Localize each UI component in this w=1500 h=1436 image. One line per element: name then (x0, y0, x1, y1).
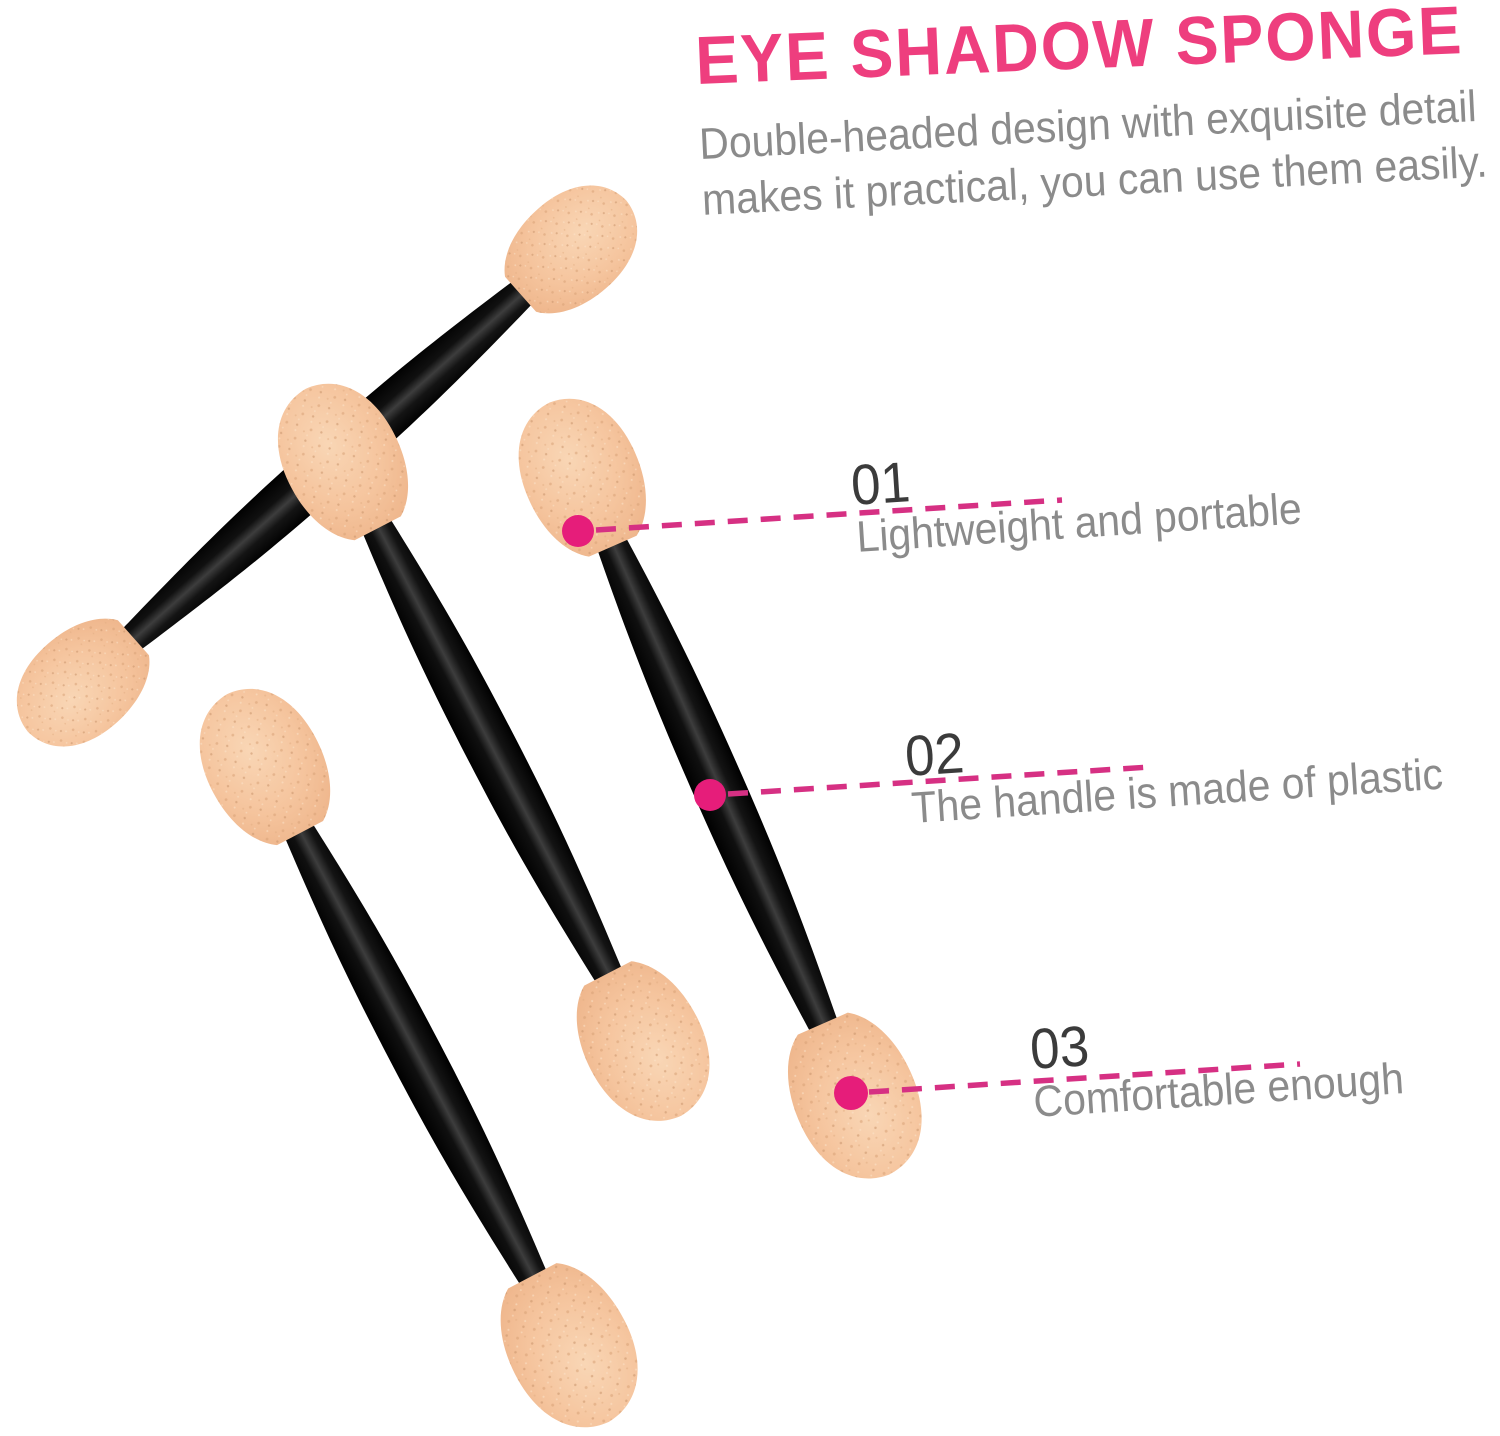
callout-2-number: 02 (903, 721, 967, 789)
sponge-tip (504, 185, 638, 314)
callout-leader-line-1 (595, 497, 1063, 533)
sponge-tip (199, 689, 331, 846)
sponge-tip (500, 1263, 638, 1428)
callout-dot-3 (834, 1076, 868, 1110)
sponge-tip (576, 961, 710, 1121)
applicator-handle (360, 513, 625, 990)
applicator-group (16, 185, 922, 1428)
callout-leaders (562, 497, 1301, 1110)
eyeshadow-applicator-2 (277, 383, 710, 1121)
callout-leader-line-3 (868, 1061, 1301, 1095)
eyeshadow-applicator-4 (199, 689, 638, 1428)
sponge-tip (518, 398, 646, 557)
callout-dot-2 (694, 779, 726, 811)
callout-3-number: 03 (1028, 1014, 1092, 1082)
callout-dot-1 (562, 515, 594, 547)
callout-leader-line-2 (727, 764, 1151, 797)
applicator-handle (282, 818, 551, 1294)
sponge-tip (277, 383, 409, 541)
callout-1-number: 01 (849, 450, 913, 518)
sponge-tip (16, 618, 150, 747)
